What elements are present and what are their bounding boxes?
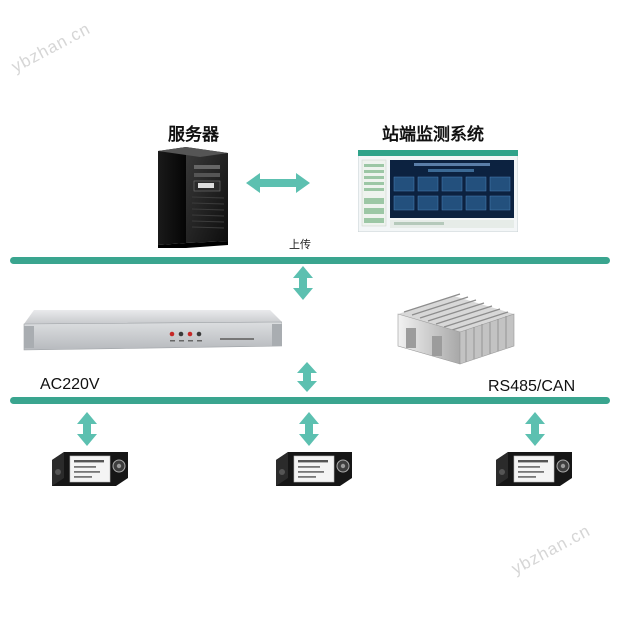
upload-label: 上传 [289, 238, 311, 251]
heatsink-module-icon [394, 270, 518, 366]
sensor-module-icon [48, 446, 132, 490]
sensor-arrow-left [76, 412, 98, 446]
bus-protocol-label: RS485/CAN [488, 378, 576, 395]
server-label: 服务器 [168, 125, 219, 145]
watermark-top-left: ybzhan.cn [8, 18, 94, 77]
top-bus-line [10, 257, 610, 264]
power-label: AC220V [40, 376, 100, 393]
sensor-module-icon [492, 446, 576, 490]
station-system-label: 站端监测系统 [382, 125, 484, 145]
upload-arrow [292, 266, 314, 300]
bottom-bus-line [10, 397, 610, 404]
sensor-module-icon [272, 446, 356, 490]
rack-bus-arrow [296, 362, 318, 392]
server-system-link-arrow [246, 172, 310, 194]
watermark-bottom-right: ybzhan.cn [508, 520, 594, 579]
rack-host-icon [20, 300, 282, 360]
sensor-arrow-middle [298, 412, 320, 446]
sensor-arrow-right [524, 412, 546, 446]
tower-server-icon [150, 145, 232, 249]
monitoring-screen-icon [358, 150, 518, 232]
